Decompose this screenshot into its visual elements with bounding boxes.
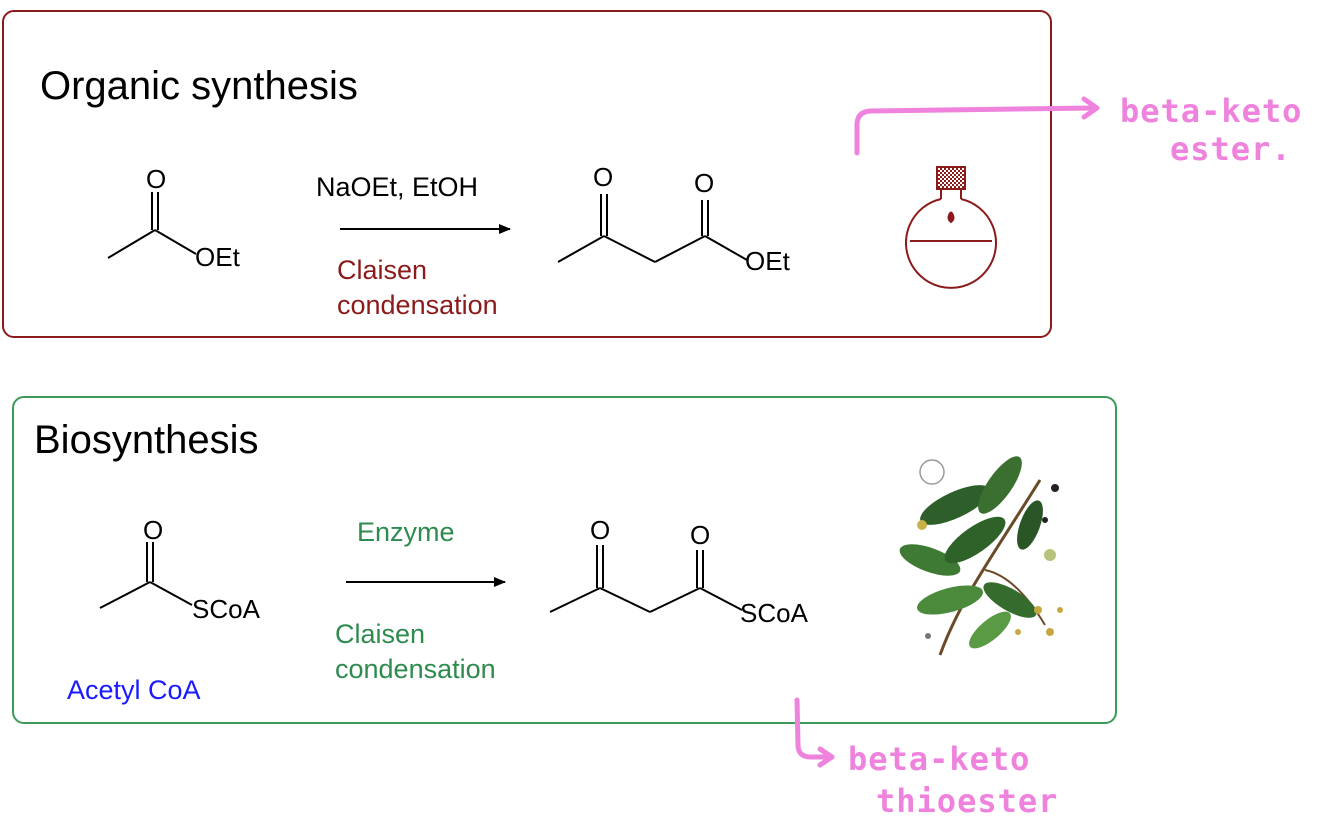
plant-illustration-icon: [899, 456, 1063, 656]
annotation-top-line1: beta-keto: [1120, 92, 1303, 130]
product-ketone-oxygen: O: [593, 162, 614, 192]
ethyl-acetate-structure: [107, 192, 197, 259]
acetoacetyl-coa-structure: [549, 545, 743, 613]
bio-product-thioester-group: SCoA: [740, 598, 808, 628]
product-ester-oxygen: O: [694, 168, 715, 198]
enzyme-label: Enzyme: [357, 517, 455, 547]
biosynthesis-panel: [12, 396, 1117, 724]
acetyl-coa-oxygen: O: [143, 515, 164, 545]
bio-reaction-name-line1: Claisen: [335, 619, 426, 649]
product-ester-group: OEt: [745, 246, 790, 276]
organic-reaction-name-line1: Claisen: [337, 255, 428, 285]
reactant-ester-group: OEt: [195, 242, 240, 272]
bio-product-ketone-oxygen: O: [590, 515, 611, 545]
biosynthesis-title: Biosynthesis: [34, 418, 259, 462]
acetyl-coa-thioester-group: SCoA: [192, 594, 260, 624]
ethyl-acetoacetate-structure: [557, 194, 748, 263]
acetyl-coa-name: Acetyl CoA: [67, 675, 201, 705]
round-bottom-flask-icon: [905, 166, 997, 289]
reagents-label: NaOEt, EtOH: [316, 172, 479, 202]
acetyl-coa-structure: [99, 542, 193, 609]
bio-reaction-name-line2: condensation: [335, 654, 496, 684]
organic-reaction-name-line2: condensation: [337, 290, 498, 320]
annotation-arrows: [794, 96, 1100, 768]
bio-product-thioester-oxygen: O: [690, 520, 711, 550]
annotation-top-line2: ester.: [1170, 130, 1292, 168]
annotation-bottom-line1: beta-keto: [848, 740, 1031, 778]
reactant-carbonyl-oxygen: O: [146, 164, 167, 194]
organic-synthesis-panel: [2, 10, 1052, 338]
annotation-bottom-line2: thioester: [876, 782, 1059, 820]
organic-synthesis-title: Organic synthesis: [40, 64, 358, 108]
